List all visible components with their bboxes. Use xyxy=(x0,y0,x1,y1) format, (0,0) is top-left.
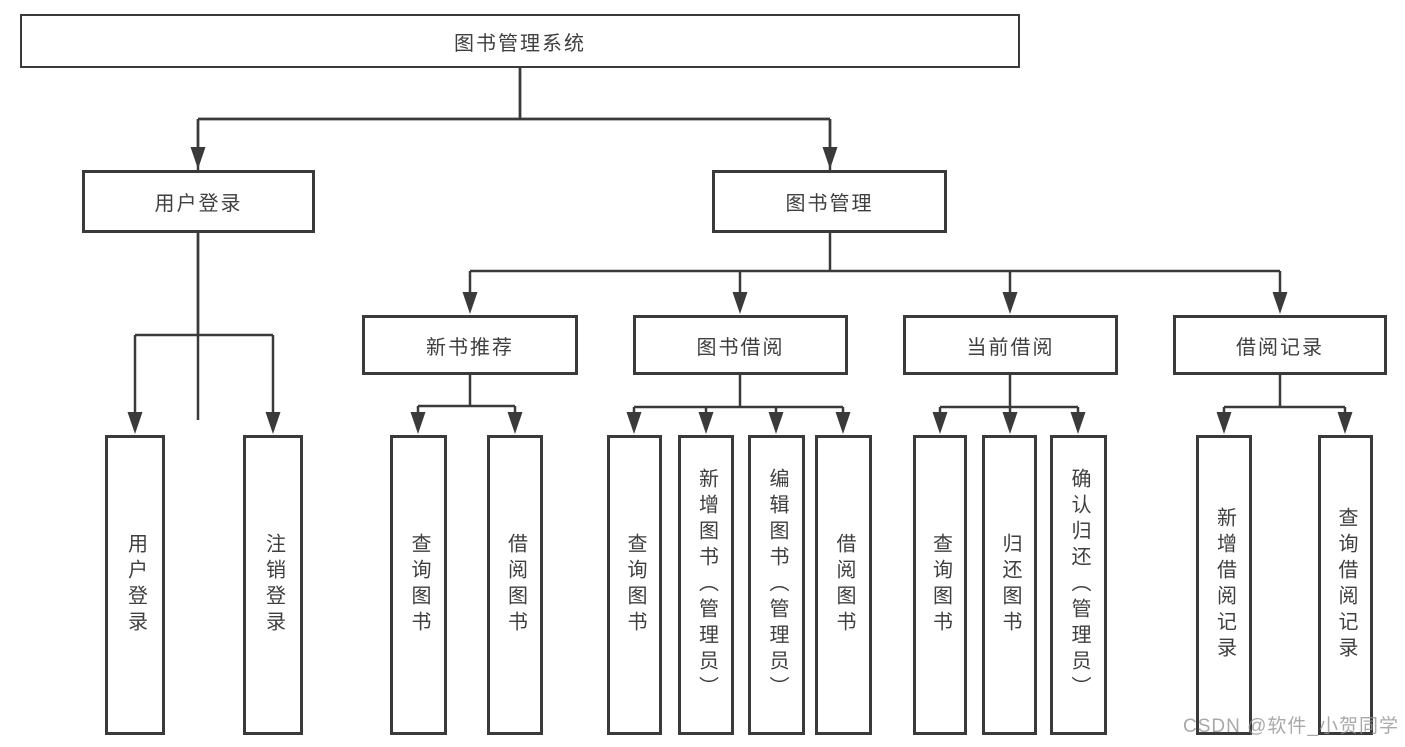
node-borrow-records: 借阅记录 xyxy=(1173,315,1387,375)
leaf-query-borrow-record-label: 查询借阅记录 xyxy=(1335,507,1357,663)
node-library-system: 图书管理系统 xyxy=(20,14,1020,68)
node-new-book-recommend: 新书推荐 xyxy=(362,315,578,375)
leaf-query-books-current: 查询图书 xyxy=(913,435,967,735)
leaf-borrow-books-recommend: 借阅图书 xyxy=(487,435,543,735)
leaf-logout: 注销登录 xyxy=(243,435,303,735)
leaf-query-books-current-label: 查询图书 xyxy=(929,533,952,637)
leaf-return-books: 归还图书 xyxy=(982,435,1037,735)
leaf-edit-books-admin-label: 编辑图书（管理员） xyxy=(766,468,788,702)
leaf-borrow-books-label: 借阅图书 xyxy=(833,533,855,637)
node-new-book-recommend-label: 新书推荐 xyxy=(426,336,514,359)
csdn-watermark: CSDN @软件_小贺同学 xyxy=(1183,716,1399,737)
node-borrow-records-label: 借阅记录 xyxy=(1236,336,1324,359)
leaf-add-borrow-record-label: 新增借阅记录 xyxy=(1213,507,1236,663)
leaf-query-borrow-record: 查询借阅记录 xyxy=(1318,435,1373,735)
node-book-borrow-label: 图书借阅 xyxy=(696,336,785,359)
node-current-borrow: 当前借阅 xyxy=(903,315,1118,375)
node-user-login-label: 用户登录 xyxy=(154,193,243,215)
node-book-management: 图书管理 xyxy=(712,170,947,233)
leaf-query-books-recommend-label: 查询图书 xyxy=(408,533,430,637)
node-current-borrow-label: 当前借阅 xyxy=(966,336,1055,359)
node-user-login: 用户登录 xyxy=(82,170,315,233)
leaf-return-books-label: 归还图书 xyxy=(999,533,1021,637)
leaf-borrow-books: 借阅图书 xyxy=(815,435,872,735)
leaf-query-books-borrow: 查询图书 xyxy=(607,435,662,735)
leaf-borrow-books-recommend-label: 借阅图书 xyxy=(504,533,527,637)
leaf-confirm-return-admin-label: 确认归还（管理员） xyxy=(1068,468,1090,702)
leaf-add-borrow-record: 新增借阅记录 xyxy=(1196,435,1252,735)
leaf-query-books-borrow-label: 查询图书 xyxy=(624,533,646,637)
leaf-user-login: 用户登录 xyxy=(105,435,165,735)
node-book-borrow: 图书借阅 xyxy=(633,315,848,375)
leaf-query-books-recommend: 查询图书 xyxy=(390,435,447,735)
leaf-add-books-admin: 新增图书（管理员） xyxy=(678,435,734,735)
leaf-confirm-return-admin: 确认归还（管理员） xyxy=(1050,435,1107,735)
leaf-user-login-label: 用户登录 xyxy=(124,533,147,637)
node-book-management-label: 图书管理 xyxy=(785,193,874,215)
leaf-logout-label: 注销登录 xyxy=(262,533,285,637)
leaf-edit-books-admin: 编辑图书（管理员） xyxy=(748,435,805,735)
node-library-system-label: 图书管理系统 xyxy=(454,32,586,55)
leaf-add-books-admin-label: 新增图书（管理员） xyxy=(695,468,718,702)
